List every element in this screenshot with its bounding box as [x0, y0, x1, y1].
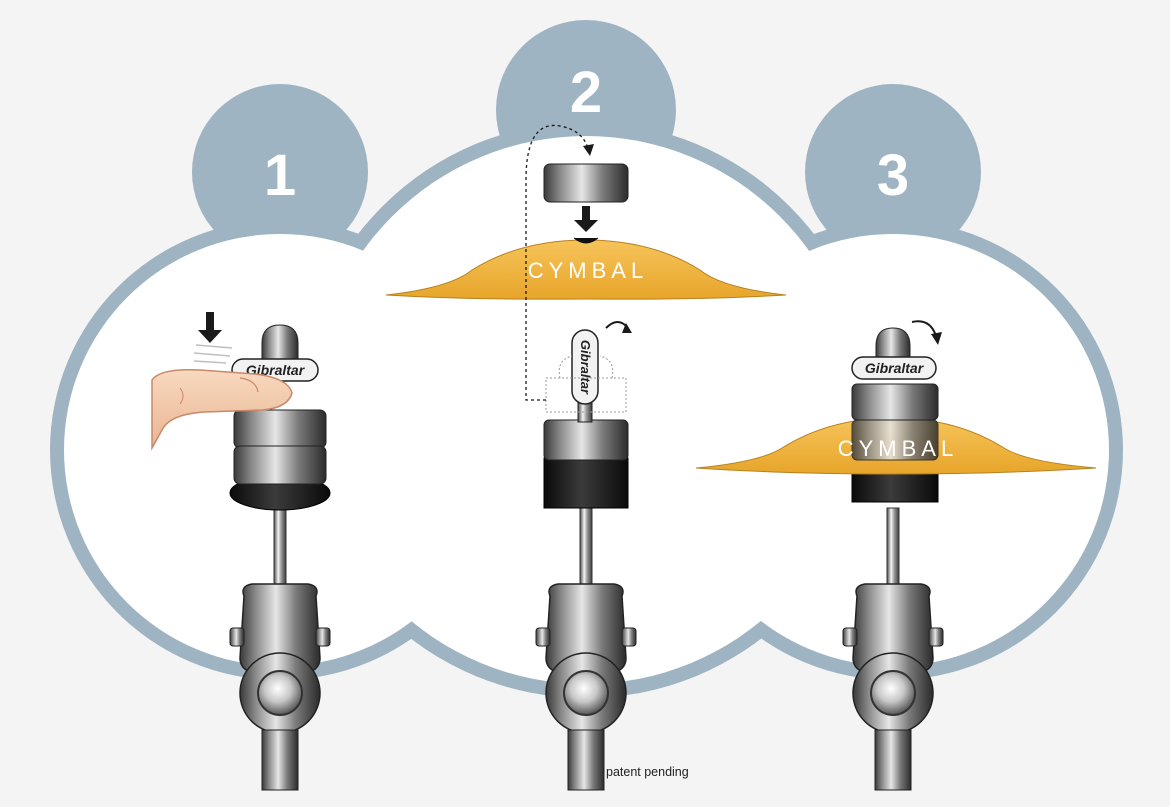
step-number-2: 2 [570, 60, 602, 125]
step-3-illustration: CYMBAL Gibraltar [695, 320, 1097, 791]
cymbal-label-step-2: CYMBAL [528, 258, 648, 283]
step-2-illustration: Gibraltar CYMBAL [385, 124, 787, 791]
cymbal-step-2 [385, 239, 787, 300]
down-arrow-icon [574, 206, 598, 232]
patent-pending-note: patent pending [606, 765, 689, 779]
down-arrow-icon [198, 312, 222, 343]
finger-press-icon [151, 368, 293, 451]
step-number-1: 1 [264, 143, 296, 208]
brand-label-step-1: Gibraltar [246, 362, 306, 378]
dashed-path-arrow-icon [525, 124, 589, 401]
cymbal-label-step-3: CYMBAL [838, 436, 958, 461]
rotate-arrow-icon [911, 320, 937, 337]
brand-label-step-3: Gibraltar [865, 360, 925, 376]
brand-label-step-2: Gibraltar [578, 340, 593, 395]
step-number-3: 3 [877, 143, 909, 208]
step-1-illustration: Gibraltar [151, 312, 331, 791]
